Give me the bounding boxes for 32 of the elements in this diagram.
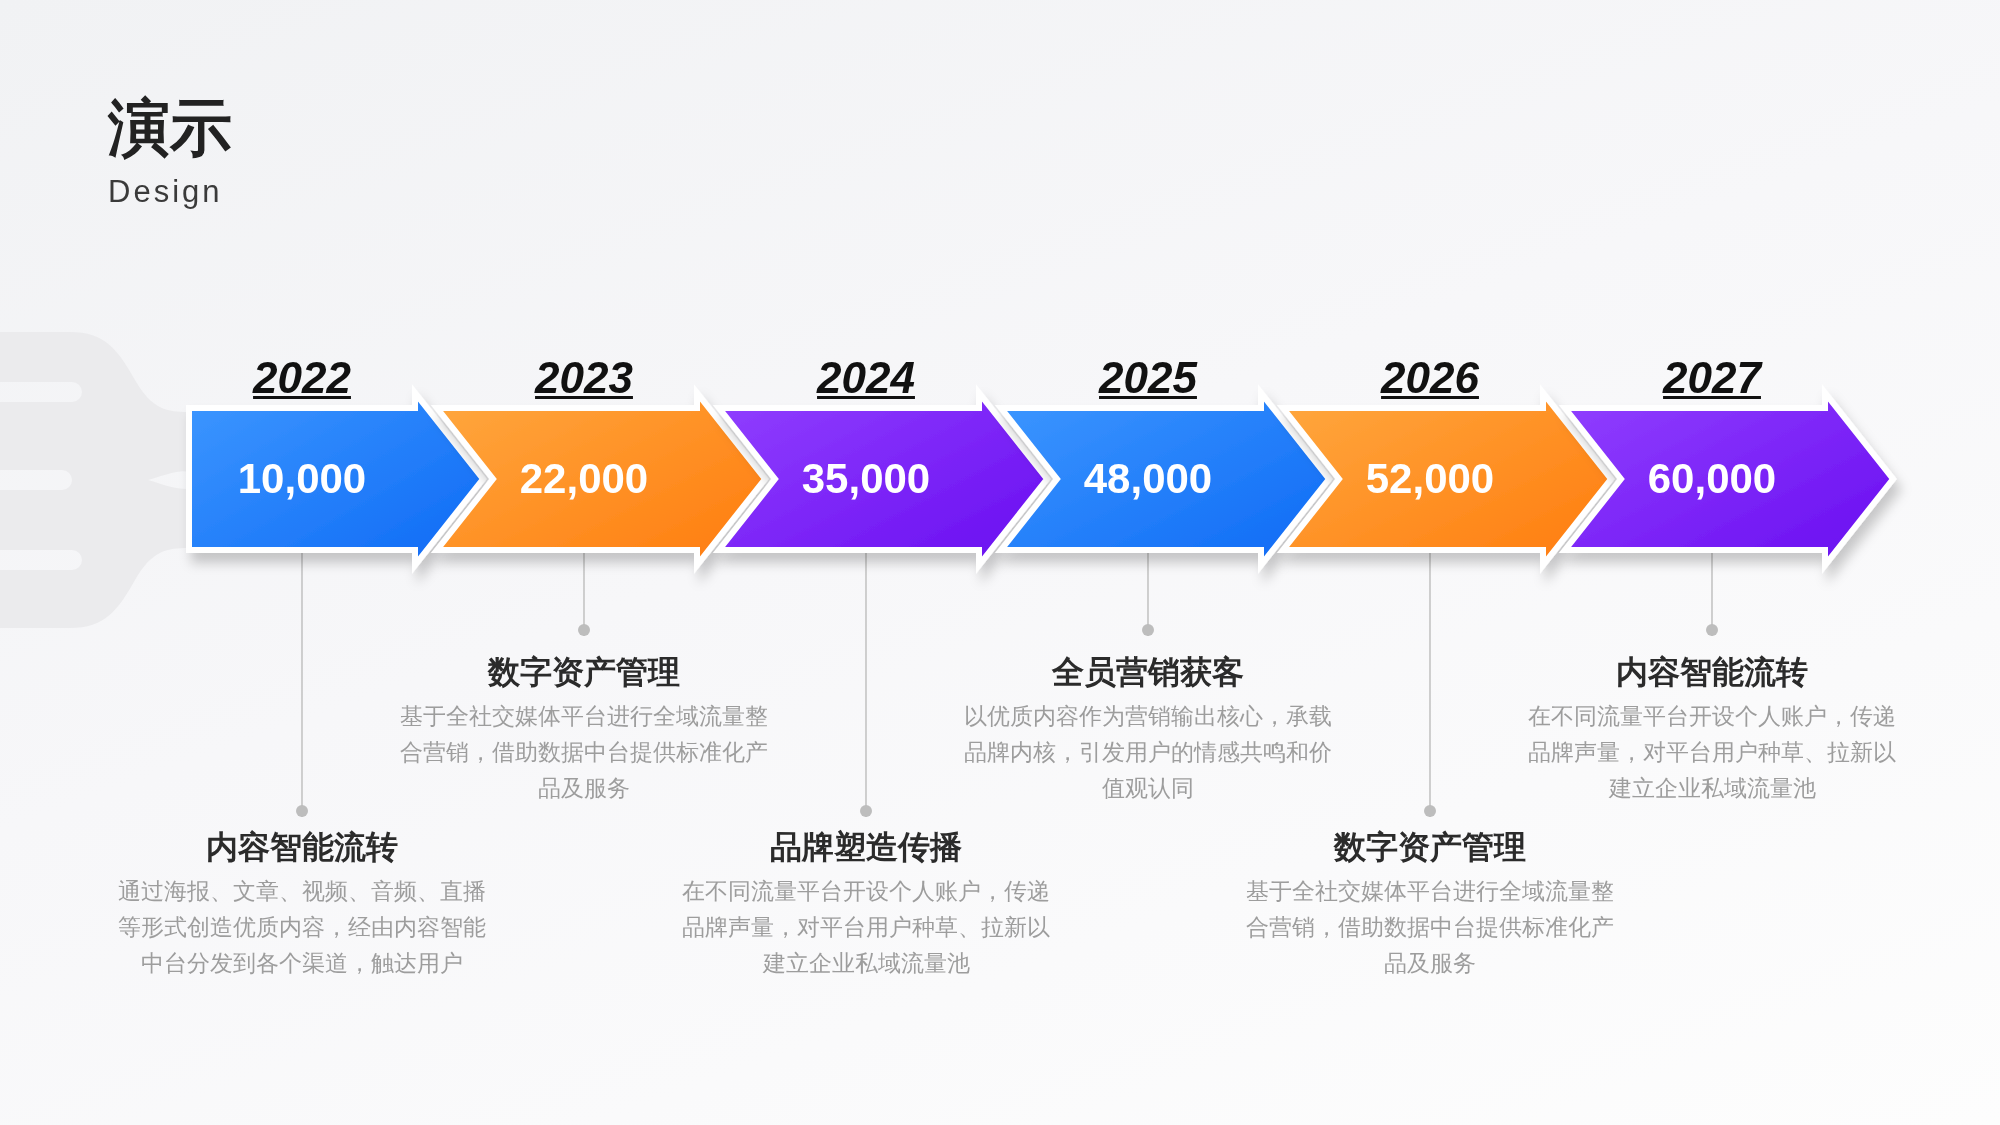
year-label: 2022 [253, 352, 351, 404]
value-label: 10,000 [237, 454, 367, 504]
leader-line [860, 552, 872, 818]
year-label: 2026 [1381, 352, 1479, 404]
leader-line [1142, 552, 1154, 637]
step-description: 基于全社交媒体平台进行全域流量整合营销，借助数据中台提供标准化产品及服务 [399, 702, 769, 803]
step-description: 在不同流量平台开设个人账户，传递品牌声量，对平台用户种草、拉新以建立企业私域流量池 [681, 877, 1051, 978]
year-label: 2023 [535, 352, 633, 404]
slide-subtitle: Design [108, 173, 223, 211]
step-heading: 数字资产管理 [488, 652, 680, 693]
leader-line [578, 552, 590, 637]
step-description: 基于全社交媒体平台进行全域流量整合营销，借助数据中台提供标准化产品及服务 [1245, 877, 1615, 978]
slide-title: 演示 [108, 90, 232, 166]
step-heading: 全员营销获客 [1052, 652, 1244, 693]
year-label: 2024 [817, 352, 915, 404]
step-heading: 内容智能流转 [1616, 652, 1808, 693]
year-label: 2027 [1663, 352, 1761, 404]
leader-line [296, 552, 308, 818]
year-label: 2025 [1099, 352, 1197, 404]
value-label: 35,000 [801, 454, 931, 504]
value-label: 60,000 [1647, 454, 1777, 504]
leader-line [1706, 552, 1718, 637]
value-label: 48,000 [1083, 454, 1213, 504]
value-label: 52,000 [1365, 454, 1495, 504]
step-description: 以优质内容作为营销输出核心，承载品牌内核，引发用户的情感共鸣和价值观认同 [963, 702, 1333, 803]
step-heading: 内容智能流转 [206, 827, 398, 868]
step-heading: 数字资产管理 [1334, 827, 1526, 868]
step-description: 通过海报、文章、视频、音频、直播等形式创造优质内容，经由内容智能中台分发到各个渠道，触达用户 [117, 877, 487, 978]
value-label: 22,000 [519, 454, 649, 504]
leader-line [1424, 552, 1436, 818]
step-heading: 品牌塑造传播 [770, 827, 962, 868]
step-description: 在不同流量平台开设个人账户，传递品牌声量，对平台用户种草、拉新以建立企业私域流量池 [1527, 702, 1897, 803]
